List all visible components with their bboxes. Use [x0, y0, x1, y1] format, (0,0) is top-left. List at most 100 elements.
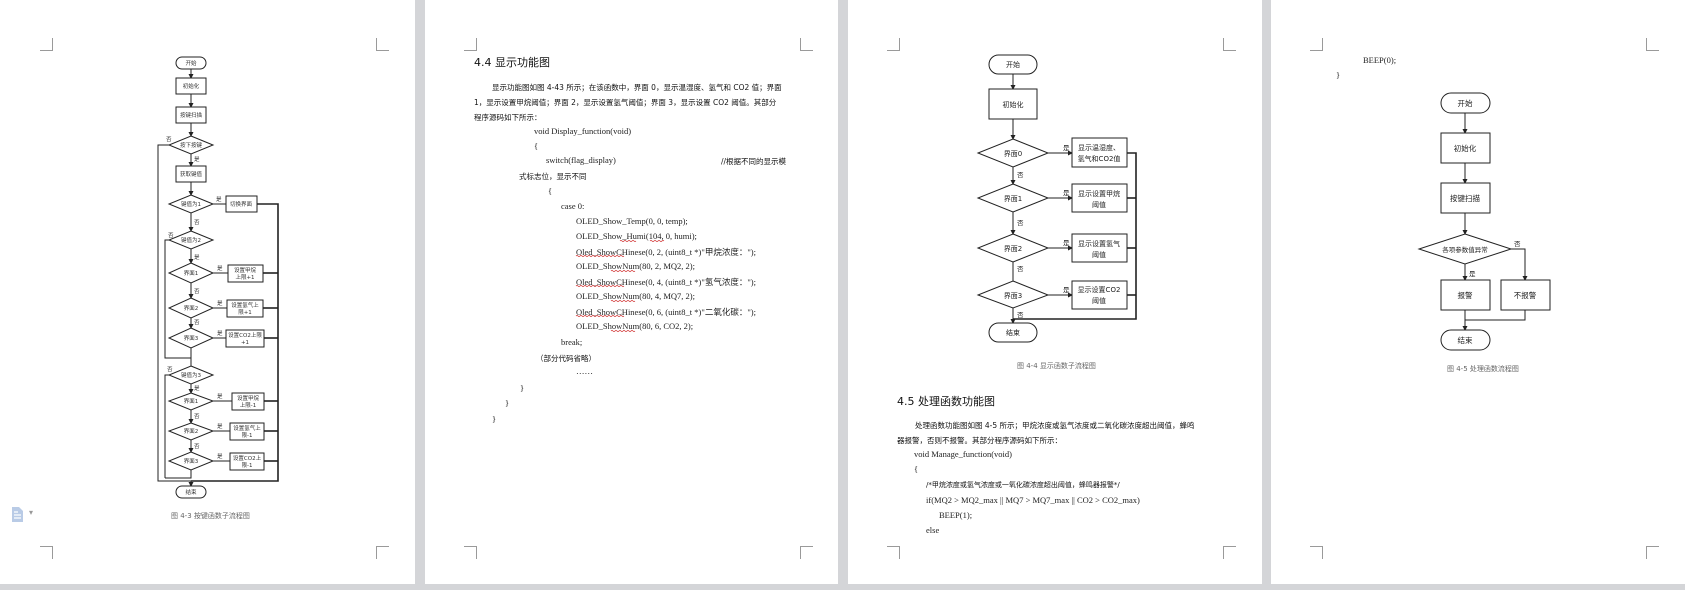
svg-text:是: 是: [1063, 189, 1070, 197]
svg-text:否: 否: [168, 232, 174, 239]
svg-text:否: 否: [1017, 265, 1024, 273]
margin-mark: [376, 38, 389, 51]
svg-text:界面1: 界面1: [184, 398, 199, 405]
code-line: if(MQ2 > MQ2_max || MQ7 > MQ7_max || CO2…: [926, 495, 1140, 505]
svg-text:显示设置CO2: 显示设置CO2: [1078, 285, 1121, 294]
svg-text:初始化: 初始化: [1454, 143, 1477, 153]
svg-text:界面3: 界面3: [1004, 292, 1022, 300]
svg-text:开始: 开始: [1458, 98, 1474, 108]
code-line: {: [534, 141, 539, 151]
svg-text:获取键值: 获取键值: [180, 170, 203, 178]
svg-text:否: 否: [194, 288, 200, 295]
svg-text:阈值: 阈值: [1092, 250, 1106, 259]
svg-text:界面2: 界面2: [184, 428, 199, 435]
svg-text:界面2: 界面2: [1004, 245, 1022, 253]
figure-caption: 图 4-5 处理函数流程图: [1447, 365, 1519, 373]
svg-text:限-1: 限-1: [242, 431, 253, 439]
code-line: Oled_ShowCHinese(0, 2, (uint8_t *)"甲烷浓度：…: [576, 247, 756, 257]
margin-mark: [40, 38, 53, 51]
svg-text:是: 是: [1063, 286, 1070, 294]
svg-text:界面1: 界面1: [1004, 195, 1022, 203]
svg-text:报警: 报警: [1458, 290, 1474, 300]
svg-text:按下按键: 按下按键: [180, 141, 203, 149]
svg-text:否: 否: [194, 443, 200, 450]
svg-text:界面2: 界面2: [184, 305, 199, 312]
code-line: {: [914, 464, 919, 474]
svg-text:界面0: 界面0: [1004, 150, 1022, 158]
svg-text:设置氢气上: 设置氢气上: [233, 424, 261, 432]
code-line: void Manage_function(void): [914, 449, 1012, 459]
margin-mark: [800, 546, 813, 559]
svg-text:是: 是: [217, 265, 223, 272]
svg-text:界面3: 界面3: [184, 335, 199, 342]
code-line: {: [548, 186, 553, 196]
document-icon[interactable]: [11, 507, 24, 522]
code-line: Oled_ShowCHinese(0, 6, (uint8_t *)"二氧化碳：…: [576, 307, 756, 317]
svg-text:界面3: 界面3: [184, 458, 199, 465]
svg-text:是: 是: [1063, 239, 1070, 247]
svg-text:键值为3: 键值为3: [181, 371, 202, 379]
document-page-4: BEEP(0); } 开始 初始化 按键扫描 各项参数值异常 报警: [1271, 0, 1685, 584]
dropdown-arrow-icon[interactable]: ▾: [29, 508, 34, 517]
svg-text:氢气和CO2值: 氢气和CO2值: [1078, 154, 1121, 163]
paragraph-line: 显示功能图如图 4-43 所示；在该函数中，界面 0，显示温湿度、氢气和 CO2…: [492, 83, 782, 92]
margin-mark: [887, 546, 900, 559]
svg-text:各项参数值异常: 各项参数值异常: [1442, 245, 1488, 254]
svg-text:设置氢气上: 设置氢气上: [231, 301, 259, 309]
svg-text:设置甲烷: 设置甲烷: [234, 266, 257, 274]
code-line: OLED_Show_Temp(0, 0, temp);: [576, 216, 688, 226]
svg-text:阈值: 阈值: [1092, 200, 1106, 209]
figure-caption: 图 4-3 按键函数子流程图: [171, 512, 250, 520]
svg-text:否: 否: [166, 136, 172, 143]
svg-text:开始: 开始: [1006, 60, 1020, 69]
code-line: else: [926, 525, 940, 535]
svg-text:初始化: 初始化: [183, 82, 200, 90]
svg-text:初始化: 初始化: [1003, 100, 1024, 109]
document-page-3: 开始 初始化 界面0 界面1 界面2 界面3 显示温湿度、 氢气和CO2值 显示…: [848, 0, 1262, 584]
svg-text:是: 是: [217, 330, 223, 337]
margin-mark: [1223, 38, 1236, 51]
code-line: BEEP(0);: [1363, 55, 1397, 65]
code-line: BEEP(1);: [939, 510, 973, 520]
svg-text:设置CO2上: 设置CO2上: [233, 454, 262, 462]
svg-text:不报警: 不报警: [1514, 290, 1537, 300]
code-line: case 0:: [561, 201, 585, 211]
margin-mark: [1310, 38, 1323, 51]
code-line: switch(flag_display): [546, 155, 616, 165]
margin-mark: [887, 38, 900, 51]
svg-text:显示温湿度、: 显示温湿度、: [1078, 143, 1120, 152]
paragraph-line: 1，显示设置甲烷阈值；界面 2，显示设置氢气阈值；界面 3，显示设置 CO2 阈…: [474, 98, 777, 107]
section-heading: 4.5 处理函数功能图: [897, 395, 995, 408]
svg-text:是: 是: [194, 156, 200, 163]
code-line: }: [1336, 70, 1341, 80]
svg-text:限+1: 限+1: [238, 308, 252, 316]
margin-mark: [800, 38, 813, 51]
code-line: Oled_ShowCHinese(0, 4, (uint8_t *)"氢气浓度：…: [576, 277, 756, 287]
svg-text:是: 是: [217, 393, 223, 400]
svg-text:按键扫描: 按键扫描: [1450, 193, 1480, 203]
svg-text:结束: 结束: [185, 488, 197, 496]
margin-mark: [1223, 546, 1236, 559]
svg-text:结束: 结束: [1006, 328, 1020, 337]
svg-text:界面1: 界面1: [184, 270, 199, 277]
code-line: ……: [576, 366, 593, 376]
svg-text:否: 否: [194, 319, 200, 326]
paragraph-line: 处理函数功能图如图 4-5 所示；甲烷浓度或氢气浓度或二氧化碳浓度超出阈值，蜂鸣: [915, 421, 1195, 430]
svg-text:设置CO2上限: 设置CO2上限: [228, 331, 262, 339]
svg-text:否: 否: [1514, 240, 1521, 248]
svg-text:键值为1: 键值为1: [181, 200, 201, 208]
code-line: }: [520, 383, 525, 393]
svg-text:按键扫描: 按键扫描: [180, 111, 203, 119]
svg-text:切换界面: 切换界面: [230, 200, 253, 208]
svg-text:阈值: 阈值: [1092, 296, 1106, 305]
margin-mark: [40, 546, 53, 559]
margin-mark: [464, 546, 477, 559]
svg-text:否: 否: [194, 413, 200, 420]
code-line: }: [492, 414, 497, 424]
code-line: OLED_ShowNum(80, 6, CO2, 2);: [576, 321, 694, 331]
margin-mark: [1310, 546, 1323, 559]
svg-text:是: 是: [217, 453, 223, 460]
svg-text:设置甲烷: 设置甲烷: [237, 394, 260, 402]
code-line: }: [505, 398, 510, 408]
svg-text:键值为2: 键值为2: [181, 236, 201, 244]
